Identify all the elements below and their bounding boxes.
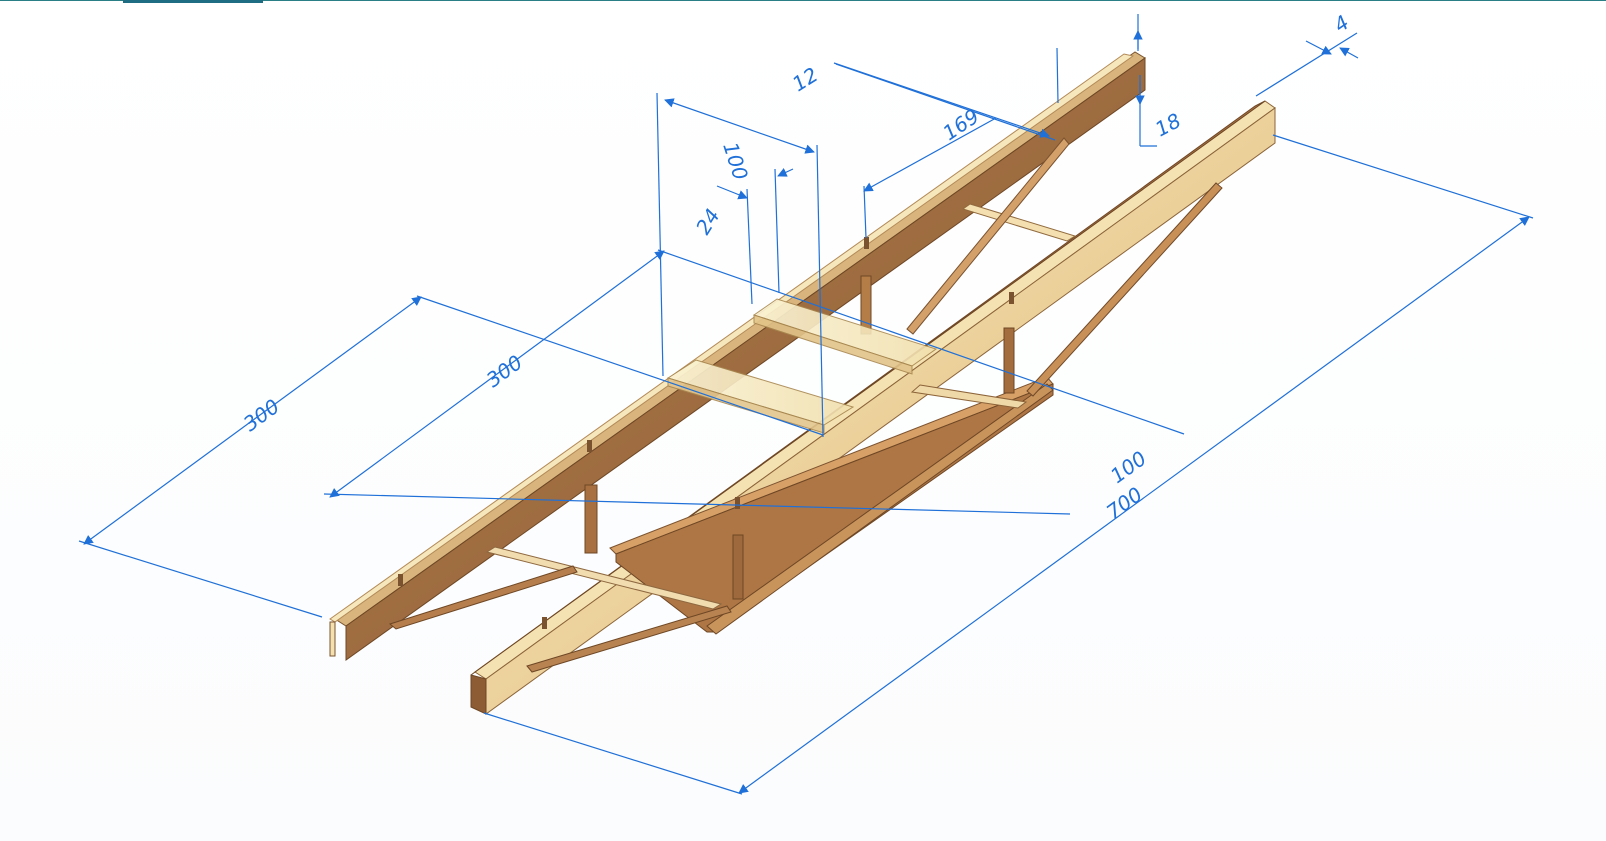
front-right-diagonal xyxy=(526,605,732,673)
right-rail-end-cap xyxy=(470,674,487,715)
right-rail-front xyxy=(485,107,1276,715)
dimension-lines xyxy=(78,14,1534,795)
right-rail-top xyxy=(474,100,1276,680)
ext-line-169 xyxy=(863,185,867,239)
ext-line-700-left xyxy=(483,712,743,795)
dim-line-4-arrow-left xyxy=(1305,40,1332,55)
dimension-label-24: 24 xyxy=(691,204,725,238)
dimension-label-300-outer: 300 xyxy=(239,394,284,436)
rear-right-post xyxy=(1003,327,1015,394)
dim-line-700 xyxy=(738,216,1530,794)
dim-line-169-lower xyxy=(863,117,997,192)
left-rail-end-cap xyxy=(329,621,336,657)
dimension-label-4: 4 xyxy=(1329,10,1353,37)
front-left-post xyxy=(584,484,598,554)
dim-line-24-right xyxy=(777,167,794,177)
ext-line-100-left xyxy=(656,92,664,377)
dimension-label-100-top: 100 xyxy=(718,139,753,183)
dim-line-300-inner xyxy=(329,250,665,498)
dim-line-169-arrow xyxy=(833,62,1050,138)
wood-frame xyxy=(329,51,1276,715)
ext-line-24-left xyxy=(746,188,753,305)
front-left-diagonal xyxy=(388,565,578,630)
dimension-label-100-bottom: 100 xyxy=(1106,446,1151,488)
ext-line-12 xyxy=(1056,47,1059,104)
dimension-label-700: 700 xyxy=(1102,482,1147,524)
viewport-top-border xyxy=(0,0,1606,1)
dimension-label-18: 18 xyxy=(1151,108,1185,141)
dim-line-4 xyxy=(1255,32,1358,97)
rear-left-post xyxy=(860,275,872,335)
dimension-labels: 300 300 100 24 12 169 18 4 100 700 xyxy=(239,10,1354,524)
rear-crossbar xyxy=(961,203,1077,242)
right-rail-back-strip xyxy=(470,100,1266,676)
dimension-label-12: 12 xyxy=(788,62,822,96)
ext-line-700-right xyxy=(1272,134,1534,219)
front-right-post xyxy=(732,534,744,600)
active-tab-indicator xyxy=(123,0,263,3)
dim-line-100-top xyxy=(664,98,815,154)
dimension-label-169: 169 xyxy=(938,104,983,145)
front-crossbar xyxy=(485,546,723,610)
dim-line-24-left xyxy=(716,185,748,200)
ext-line-24-right xyxy=(774,168,780,294)
ext-line-300-outer-left xyxy=(78,540,323,618)
dim-line-4-arrow-right xyxy=(1339,47,1359,59)
